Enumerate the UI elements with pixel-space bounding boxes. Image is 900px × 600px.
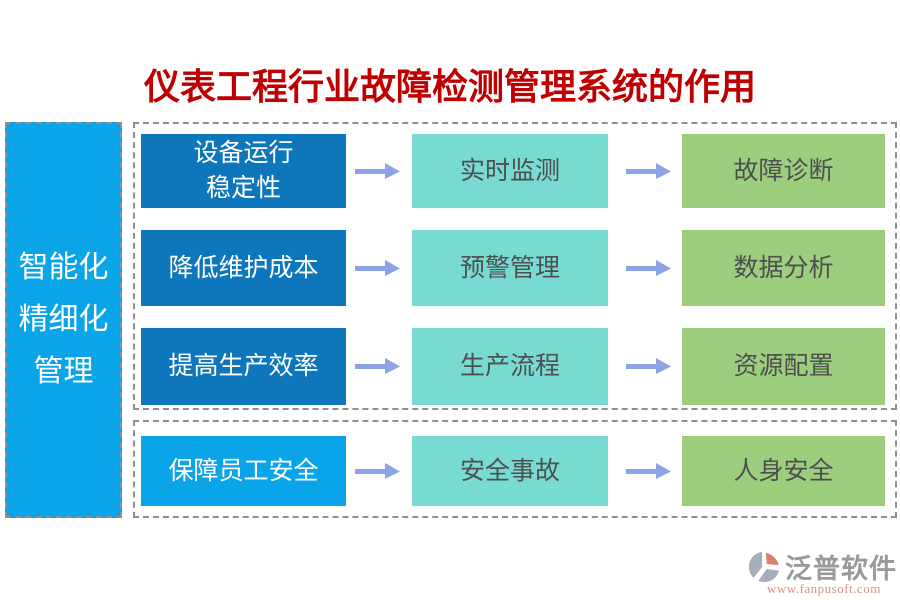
result-box-label: 数据分析 <box>733 254 834 282</box>
process-box-label: 实时监测 <box>459 157 560 185</box>
result-box-label: 故障诊断 <box>733 157 834 185</box>
source-box-label: 设备运行 稳定性 <box>193 140 294 202</box>
process-box-label: 安全事故 <box>459 457 560 485</box>
sidebar-label: 智能化 精细化 管理 <box>18 251 109 388</box>
arrow-right-icon <box>355 163 400 179</box>
process-box: 安全事故 <box>412 436 608 506</box>
process-box: 实时监测 <box>412 134 608 208</box>
arrow-right-icon <box>626 260 671 276</box>
arrow-right-icon <box>355 260 400 276</box>
result-box: 资源配置 <box>682 328 885 405</box>
source-box-label: 降低维护成本 <box>168 254 319 282</box>
arrow-right-icon <box>626 358 671 374</box>
process-box: 预警管理 <box>412 230 608 306</box>
result-box: 故障诊断 <box>682 134 885 208</box>
source-box: 降低维护成本 <box>141 230 346 306</box>
arrow-right-icon <box>355 463 400 479</box>
result-box: 人身安全 <box>682 436 885 506</box>
source-box-label: 提高生产效率 <box>168 353 319 380</box>
arrow-right-icon <box>626 163 671 179</box>
result-box-label: 人身安全 <box>733 457 834 485</box>
arrow-right-icon <box>626 463 671 479</box>
brand-url: www.fanpusoft.com <box>767 581 881 596</box>
result-box-label: 资源配置 <box>733 353 834 380</box>
process-box-label: 生产流程 <box>459 353 560 380</box>
source-box: 保障员工安全 <box>141 436 346 506</box>
brand-name: 泛普软件 <box>785 554 897 584</box>
arrow-right-icon <box>355 358 400 374</box>
process-box-label: 预警管理 <box>459 254 560 282</box>
source-box-label: 保障员工安全 <box>168 457 319 485</box>
sidebar-panel: 智能化 精细化 管理 <box>5 122 122 518</box>
process-box: 生产流程 <box>412 328 608 405</box>
page-title: 仪表工程行业故障检测管理系统的作用 <box>143 67 756 107</box>
result-box: 数据分析 <box>682 230 885 306</box>
brand-logo: 泛普软件 www.fanpusoft.com <box>745 547 897 597</box>
source-box: 提高生产效率 <box>141 328 346 405</box>
fanpu-logo-icon <box>748 551 780 583</box>
source-box: 设备运行 稳定性 <box>141 134 346 208</box>
